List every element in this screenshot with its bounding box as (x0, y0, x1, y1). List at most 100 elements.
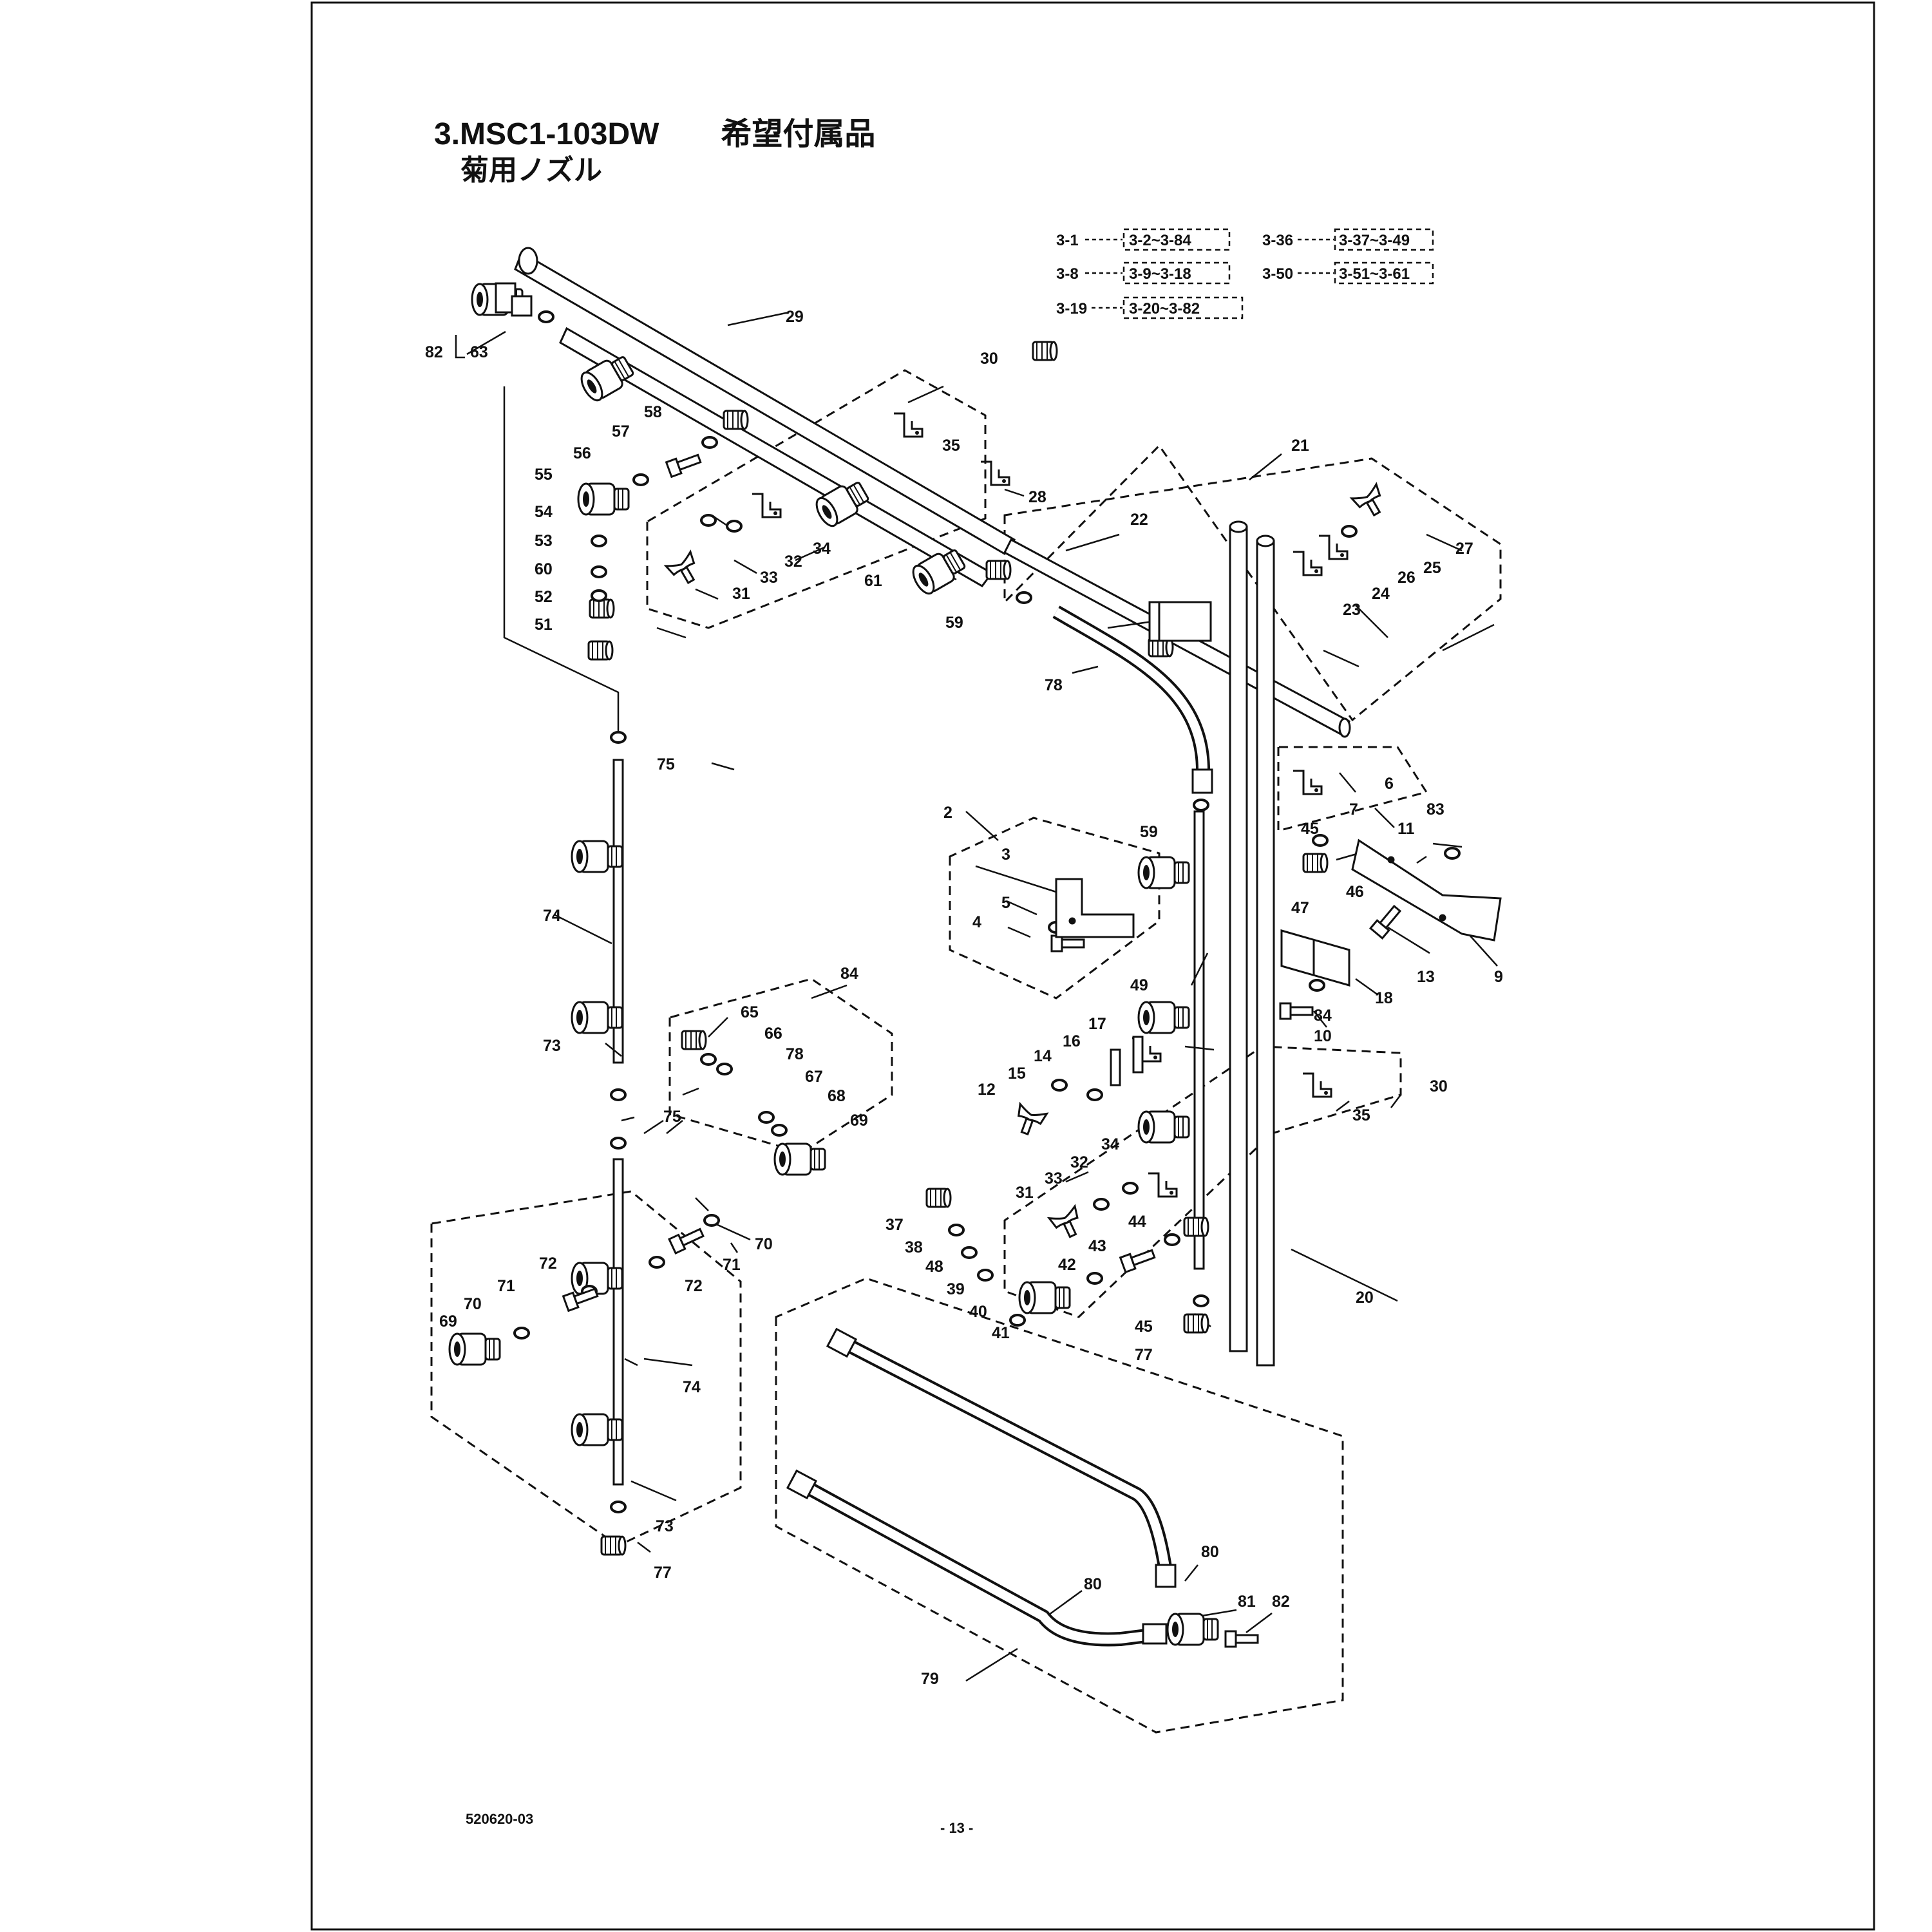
callout-label: 68 (828, 1087, 846, 1105)
legend-range: 3-20~3-82 (1129, 300, 1200, 317)
callout-label: 31 (732, 585, 750, 603)
callout-label: 57 (612, 422, 630, 440)
page-title: 3.MSC1-103DW 希望付属品 (434, 117, 876, 151)
callout-label: 78 (1045, 676, 1063, 694)
callout-label: 52 (535, 588, 553, 606)
callout-label: 35 (942, 437, 960, 455)
callout-label: 2 (943, 804, 952, 822)
assembly-legend (1122, 228, 1434, 319)
callout-label: 69 (850, 1112, 868, 1130)
callout-label: 72 (539, 1255, 557, 1273)
callout-label: 38 (905, 1238, 923, 1256)
callout-label: 25 (1423, 559, 1441, 577)
callout-label: 83 (1426, 800, 1444, 819)
callout-label: 3 (1001, 846, 1010, 864)
callout-label: 23 (1343, 601, 1361, 619)
legend-assembly: 3-1 (1056, 232, 1079, 249)
callout-label: 4 (972, 913, 981, 931)
legend-text: 3-1 3-2~3-84 3-8 3-9~3-18 3-19 3-20~3-82… (1056, 232, 1410, 317)
callout-labels: 29 30 35 28 21 22 27 25 26 24 23 82 63 5… (425, 308, 1503, 1688)
legend-assembly: 3-19 (1056, 300, 1087, 317)
callout-label: 78 (786, 1045, 804, 1063)
callout-label: 58 (644, 403, 662, 421)
callout-label: 37 (886, 1216, 904, 1234)
callout-label: 40 (969, 1303, 987, 1321)
callout-label: 79 (921, 1670, 939, 1688)
callout-label: 80 (1084, 1575, 1102, 1593)
callout-label: 44 (1128, 1213, 1146, 1231)
page-number: - 13 - (940, 1820, 974, 1836)
callout-label: 45 (1135, 1318, 1153, 1336)
hose-ends (786, 1327, 1177, 1645)
callout-label: 82 (425, 343, 443, 361)
page-subtitle: 菊用ノズル (460, 155, 602, 186)
clamp-18 (1280, 929, 1350, 987)
callout-label: 59 (1140, 823, 1158, 841)
callout-label: 60 (535, 560, 553, 578)
callout-label: 41 (992, 1324, 1010, 1342)
drawing-number: 520620-03 (466, 1811, 534, 1827)
nozzle-fittings (448, 283, 1190, 1446)
callout-label: 61 (864, 572, 882, 590)
callout-label: 29 (786, 308, 804, 326)
callout-label: 42 (1058, 1256, 1076, 1274)
callout-label: 45 (1301, 820, 1319, 838)
boom-clamp (1148, 601, 1212, 642)
callout-label: 46 (1346, 883, 1364, 901)
bracket-3 (1055, 878, 1135, 938)
callout-label: 16 (1063, 1032, 1081, 1050)
connector-82 (495, 282, 533, 317)
callout-label: 32 (1070, 1153, 1088, 1171)
left-boom-upper (612, 759, 624, 1486)
callout-label: 73 (656, 1517, 674, 1535)
callout-label: 63 (470, 343, 488, 361)
legend-range: 3-9~3-18 (1129, 265, 1191, 283)
callout-label: 33 (1045, 1170, 1063, 1188)
legend-assembly: 3-36 (1262, 232, 1293, 249)
callout-label: 71 (497, 1277, 515, 1295)
callout-label: 59 (945, 614, 963, 632)
boom-pipes (514, 247, 1351, 738)
page-border (310, 1, 1875, 1931)
callout-label: 55 (535, 466, 553, 484)
plate-16-17 (1110, 1036, 1144, 1086)
callout-label: 14 (1034, 1047, 1052, 1065)
callout-label: 30 (980, 350, 998, 368)
callout-label: 84 (840, 965, 858, 983)
leader-lines (455, 311, 1498, 1682)
callout-label: 15 (1008, 1065, 1026, 1083)
callout-label: 77 (654, 1564, 672, 1582)
callout-label: 35 (1352, 1106, 1370, 1124)
callout-label: 13 (1417, 968, 1435, 986)
callout-label: 67 (805, 1068, 823, 1086)
callout-label: 24 (1372, 585, 1390, 603)
callout-label: 66 (764, 1025, 782, 1043)
legend-dashes (1085, 238, 1334, 309)
callout-label: 65 (741, 1003, 759, 1021)
bracket-9 (1351, 838, 1502, 942)
legend-range: 3-51~3-61 (1339, 265, 1410, 283)
callout-label: 11 (1397, 820, 1415, 838)
callout-label: 20 (1356, 1289, 1374, 1307)
callout-label: 48 (925, 1258, 943, 1276)
legend-assembly: 3-50 (1262, 265, 1293, 283)
callout-label: 39 (947, 1280, 965, 1298)
callout-label: 75 (657, 755, 675, 773)
callout-label: 70 (464, 1295, 482, 1313)
callout-label: 17 (1088, 1015, 1106, 1033)
callout-label: 27 (1455, 540, 1473, 558)
callout-label: 77 (1135, 1346, 1153, 1364)
assembly-outlines (430, 369, 1502, 1734)
callout-label: 71 (723, 1256, 741, 1274)
callout-label: 73 (543, 1037, 561, 1055)
callout-label: 43 (1088, 1237, 1106, 1255)
callout-label: 28 (1028, 488, 1046, 506)
callout-label: 75 (663, 1108, 681, 1126)
callout-label: 51 (535, 616, 553, 634)
callout-label: 30 (1430, 1077, 1448, 1095)
callout-label: 34 (1101, 1135, 1119, 1153)
legend-range: 3-37~3-49 (1339, 232, 1410, 249)
washers (513, 310, 1461, 1513)
callout-label: 31 (1016, 1184, 1034, 1202)
